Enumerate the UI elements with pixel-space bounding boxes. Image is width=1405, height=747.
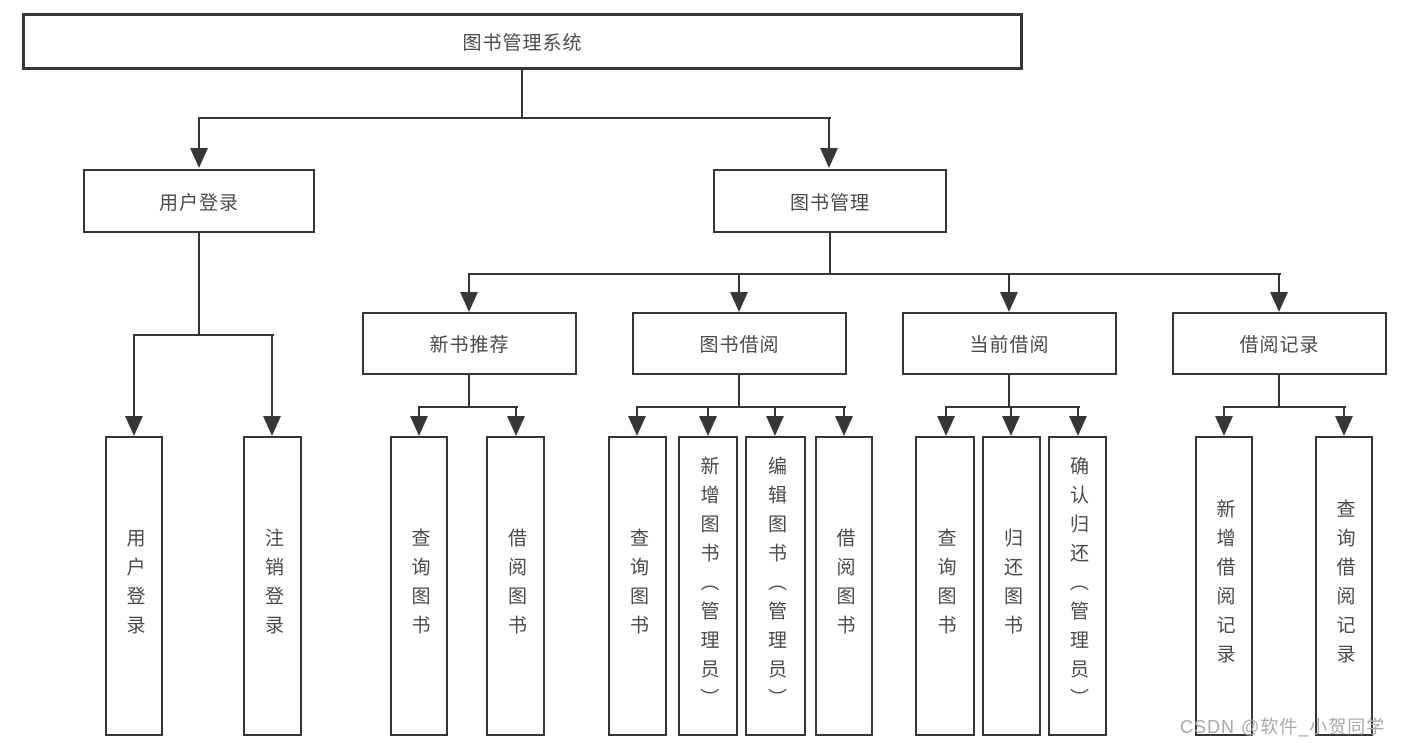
leaf-label: 查询借阅记录 bbox=[1333, 499, 1355, 673]
connector-to-leaf-login bbox=[133, 334, 135, 418]
connector-to-borrow-records bbox=[1278, 273, 1280, 295]
connector-leaf-stem bbox=[1010, 406, 1012, 418]
leaf-query-books-borrow: 查询图书 bbox=[608, 436, 667, 736]
connector-book-borrow-rail bbox=[636, 406, 846, 408]
arrowhead-leaf bbox=[1002, 416, 1020, 436]
leaf-add-books-admin: 新增图书（管理员） bbox=[678, 436, 738, 736]
connector-leaf-stem bbox=[1077, 406, 1079, 418]
leaf-label: 注销登录 bbox=[262, 528, 283, 644]
arrowhead-leaf bbox=[410, 416, 428, 436]
leaf-label: 确认归还（管理员） bbox=[1067, 455, 1088, 717]
node-label: 当前借阅 bbox=[969, 335, 1050, 356]
node-book-borrow: 图书借阅 bbox=[632, 312, 847, 375]
leaf-borrow-books: 借阅图书 bbox=[815, 436, 873, 736]
arrowhead-book-borrow bbox=[730, 292, 748, 312]
arrowhead-leaf bbox=[937, 416, 955, 436]
connector-leaf-stem bbox=[636, 406, 638, 418]
connector-to-book-management bbox=[828, 117, 830, 150]
arrowhead-leaf bbox=[1335, 416, 1353, 436]
connector-leaf-stem bbox=[515, 406, 517, 418]
leaf-label: 编辑图书（管理员） bbox=[765, 455, 786, 717]
connector-current-borrow-stem bbox=[1008, 375, 1010, 407]
node-label: 借阅记录 bbox=[1239, 335, 1320, 356]
connector-to-current-borrow bbox=[1008, 273, 1010, 295]
leaf-add-borrow-record: 新增借阅记录 bbox=[1195, 436, 1253, 736]
connector-user-login-stem bbox=[198, 233, 200, 336]
connector-leaf-stem bbox=[774, 406, 776, 418]
node-book-management: 图书管理 bbox=[713, 169, 947, 233]
csdn-watermark: CSDN @软件_小贺同学 bbox=[1180, 717, 1386, 737]
arrowhead-borrow-records bbox=[1270, 292, 1288, 312]
arrowhead-leaf-login bbox=[125, 416, 143, 436]
leaf-logout: 注销登录 bbox=[243, 436, 302, 736]
leaf-query-books-recommend: 查询图书 bbox=[390, 436, 448, 736]
node-label: 图书管理系统 bbox=[462, 33, 583, 54]
arrowhead-user-login bbox=[190, 148, 208, 168]
arrowhead-leaf bbox=[1069, 416, 1087, 436]
arrowhead-current-borrow bbox=[1000, 292, 1018, 312]
node-library-management-system: 图书管理系统 bbox=[22, 13, 1023, 70]
connector-new-book-stem bbox=[468, 375, 470, 407]
connector-borrow-records-rail bbox=[1223, 406, 1346, 408]
node-label: 图书借阅 bbox=[699, 335, 780, 356]
leaf-confirm-return-admin: 确认归还（管理员） bbox=[1048, 436, 1107, 736]
arrowhead-leaf bbox=[766, 416, 784, 436]
arrowhead-leaf-logout bbox=[263, 416, 281, 436]
connector-book-management-rail bbox=[468, 273, 1281, 275]
leaf-query-borrow-record: 查询借阅记录 bbox=[1315, 436, 1373, 736]
leaf-label: 归还图书 bbox=[1001, 528, 1022, 644]
connector-borrow-records-stem bbox=[1278, 375, 1280, 407]
connector-to-new-book bbox=[468, 273, 470, 295]
arrowhead-leaf bbox=[835, 416, 853, 436]
connector-root-rail bbox=[198, 117, 831, 119]
connector-current-borrow-rail bbox=[945, 406, 1080, 408]
connector-leaf-stem bbox=[1343, 406, 1345, 418]
leaf-label: 查询图书 bbox=[934, 528, 956, 644]
leaf-label: 用户登录 bbox=[123, 528, 145, 644]
leaf-label: 查询图书 bbox=[408, 528, 430, 644]
connector-root-stem bbox=[521, 70, 523, 117]
connector-to-user-login bbox=[198, 117, 200, 150]
connector-leaf-stem bbox=[843, 406, 845, 418]
node-label: 用户登录 bbox=[158, 192, 239, 214]
arrowhead-new-book bbox=[460, 292, 478, 312]
arrowhead-leaf bbox=[507, 416, 525, 436]
leaf-label: 新增借阅记录 bbox=[1213, 499, 1235, 673]
node-current-borrow: 当前借阅 bbox=[902, 312, 1117, 375]
connector-leaf-stem bbox=[418, 406, 420, 418]
connector-leaf-stem bbox=[945, 406, 947, 418]
connector-leaf-stem bbox=[707, 406, 709, 418]
arrowhead-leaf bbox=[628, 416, 646, 436]
connector-leaf-stem bbox=[1223, 406, 1225, 418]
leaf-label: 借阅图书 bbox=[833, 528, 855, 644]
arrowhead-leaf bbox=[1215, 416, 1233, 436]
leaf-label: 借阅图书 bbox=[505, 528, 526, 644]
leaf-label: 查询图书 bbox=[627, 528, 648, 644]
node-new-book-recommend: 新书推荐 bbox=[362, 312, 577, 375]
node-label: 图书管理 bbox=[789, 192, 870, 214]
leaf-borrow-books-recommend: 借阅图书 bbox=[486, 436, 545, 736]
node-borrow-records: 借阅记录 bbox=[1172, 312, 1387, 375]
leaf-return-books: 归还图书 bbox=[982, 436, 1041, 736]
arrowhead-book-management bbox=[820, 148, 838, 168]
arrowhead-leaf bbox=[699, 416, 717, 436]
leaf-edit-books-admin: 编辑图书（管理员） bbox=[745, 436, 806, 736]
node-label: 新书推荐 bbox=[429, 335, 510, 356]
connector-user-login-rail bbox=[133, 334, 274, 336]
leaf-user-login: 用户登录 bbox=[105, 436, 163, 736]
connector-new-book-rail bbox=[418, 406, 518, 408]
connector-book-borrow-stem bbox=[738, 375, 740, 407]
leaf-query-books-current: 查询图书 bbox=[915, 436, 975, 736]
connector-to-leaf-logout bbox=[271, 334, 273, 418]
leaf-label: 新增图书（管理员） bbox=[697, 455, 719, 717]
node-user-login: 用户登录 bbox=[83, 169, 315, 233]
connector-book-management-stem bbox=[829, 233, 831, 275]
connector-to-book-borrow bbox=[738, 273, 740, 295]
